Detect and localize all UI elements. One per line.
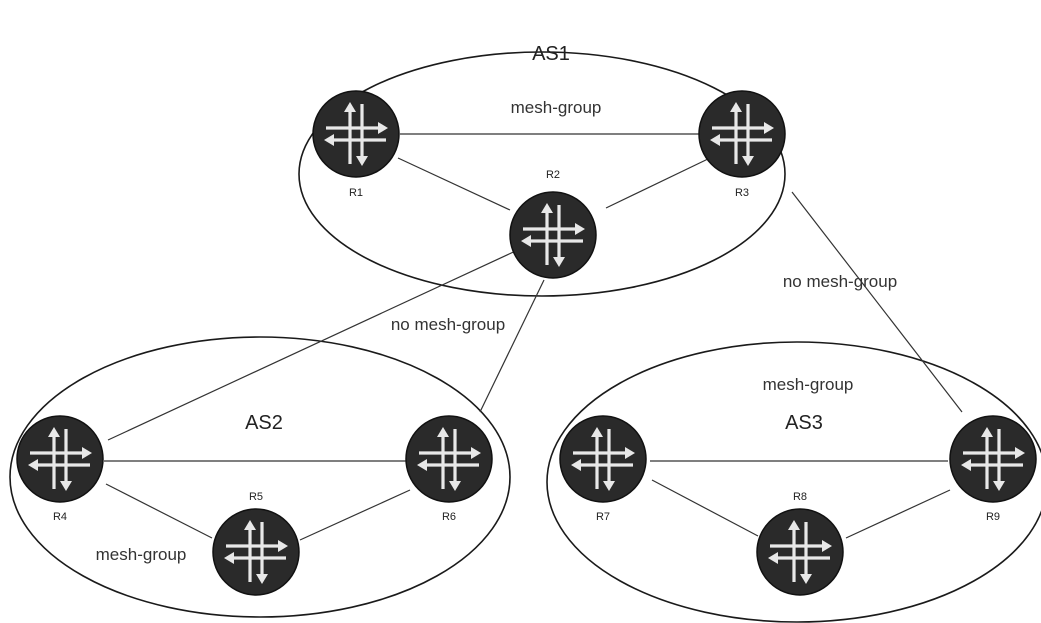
router-r7: R7 bbox=[558, 414, 648, 523]
router-label: R4 bbox=[53, 511, 67, 523]
router-label: R3 bbox=[735, 187, 749, 199]
link-r7-r8 bbox=[651, 479, 759, 537]
link-r1-r2 bbox=[397, 157, 511, 211]
as1-as3-no-mesh-group-label: no mesh-group bbox=[783, 272, 897, 291]
router-r1: R1 bbox=[311, 89, 401, 199]
router-r8: R8 bbox=[755, 491, 845, 597]
as2-boundary bbox=[9, 336, 511, 618]
router-r9: R9 bbox=[948, 414, 1038, 523]
router-label: R8 bbox=[793, 491, 807, 503]
as3-label: AS3 bbox=[785, 412, 823, 434]
as3-boundary bbox=[546, 341, 1041, 623]
link-r2-r3 bbox=[605, 157, 711, 209]
as3-mesh-group-label: mesh-group bbox=[763, 375, 854, 394]
router-label: R1 bbox=[349, 187, 363, 199]
router-r6: R6 bbox=[404, 414, 494, 523]
link-r2-r6 bbox=[479, 279, 545, 413]
router-label: R6 bbox=[442, 511, 456, 523]
link-r5-r6 bbox=[299, 489, 411, 541]
router-r2: R2 bbox=[508, 169, 598, 280]
as2-mesh-group-label: mesh-group bbox=[96, 545, 187, 564]
router-r5: R5 bbox=[211, 491, 301, 597]
link-r8-r9 bbox=[845, 489, 951, 539]
router-label: R7 bbox=[596, 511, 610, 523]
as1-boundary bbox=[298, 51, 786, 297]
router-label: R9 bbox=[986, 511, 1000, 523]
as1-mesh-group-label: mesh-group bbox=[511, 98, 602, 117]
router-r3: R3 bbox=[697, 89, 787, 199]
link-r3-r9 bbox=[791, 191, 963, 413]
as1-label: AS1 bbox=[532, 43, 570, 65]
router-label: R5 bbox=[249, 491, 263, 503]
link-r2-r4 bbox=[107, 247, 523, 441]
router-r4: R4 bbox=[15, 414, 105, 523]
link-r4-r5 bbox=[105, 483, 213, 539]
as2-label: AS2 bbox=[245, 412, 283, 434]
router-label: R2 bbox=[546, 169, 560, 181]
as1-as2-no-mesh-group-label: no mesh-group bbox=[391, 315, 505, 334]
